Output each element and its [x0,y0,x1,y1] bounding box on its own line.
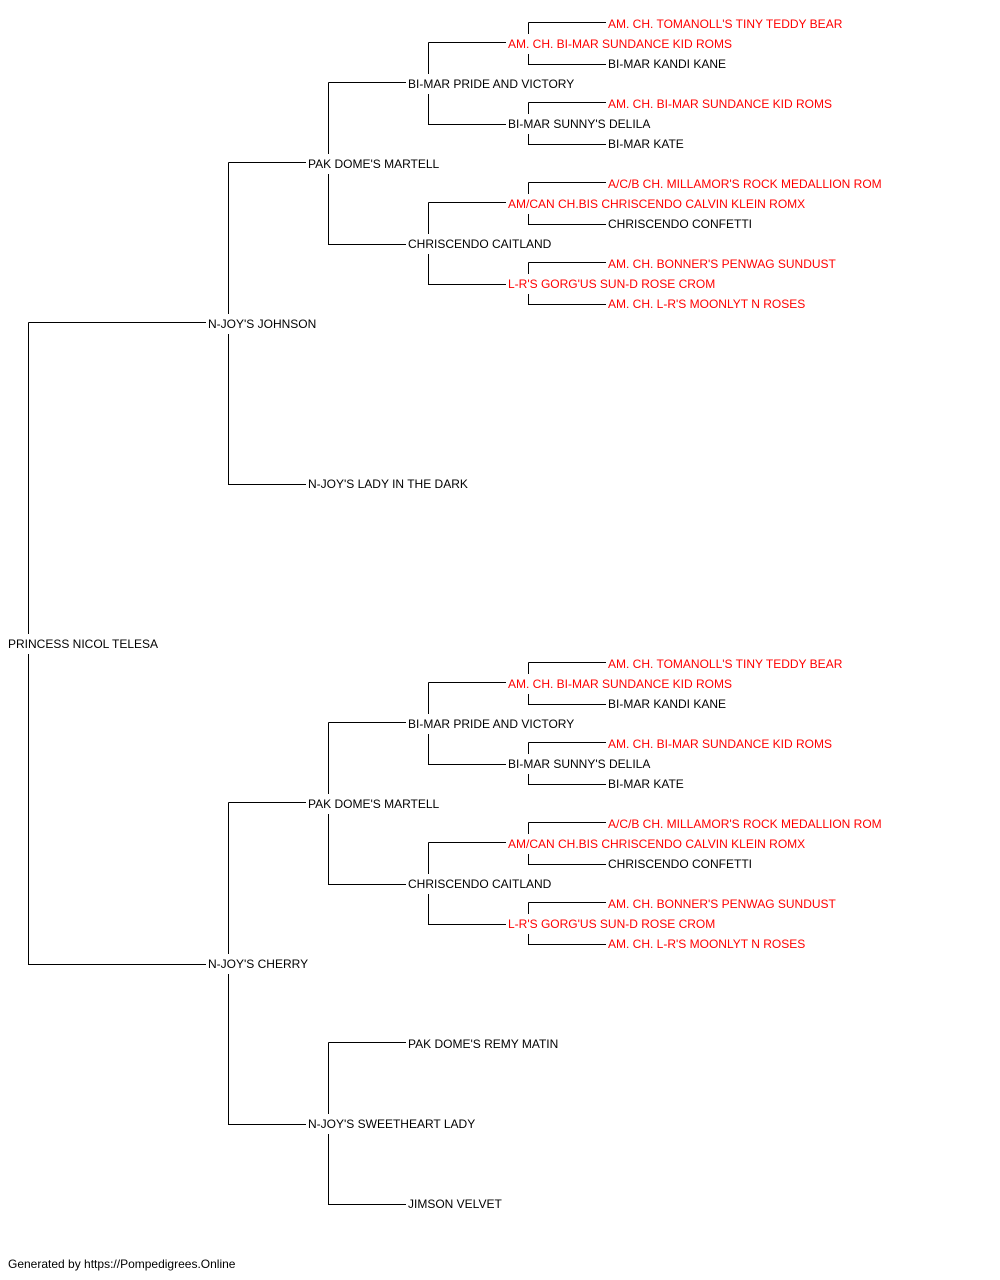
pedigree-dsdds: AM. CH. BONNER'S PENWAG SUNDUST [606,897,838,911]
connector-sire-sire [328,82,406,245]
pedigree-sssds: AM. CH. BI-MAR SUNDANCE KID ROMS [606,97,835,111]
pedigree-dsssd: BI-MAR KANDI KANE [606,697,729,711]
connector-dam [228,802,306,1125]
connector-sire [228,162,306,485]
connector-dam-sire [328,722,406,885]
pedigree-dds: PAK DOME'S REMY MATIN [406,1037,561,1051]
pedigree-ssds: AM/CAN CH.BIS CHRISCENDO CALVIN KLEIN RO… [506,197,808,211]
pedigree-dssss: AM. CH. TOMANOLL'S TINY TEDDY BEAR [606,657,845,671]
connector-dsss [528,662,606,705]
pedigree-dam-sire: PAK DOME'S MARTELL [306,797,442,811]
connector-sss [428,42,506,125]
connector-ssdd [528,262,606,305]
connector-subject [28,322,206,965]
pedigree-ssdsd: CHRISCENDO CONFETTI [606,217,754,231]
pedigree-subject: PRINCESS NICOL TELESA [6,637,161,651]
connector-dam-dam [328,1042,406,1205]
connector-dsd [428,842,506,925]
pedigree-dam-dam: N-JOY'S SWEETHEART LADY [306,1117,478,1131]
pedigree-dssds: AM. CH. BI-MAR SUNDANCE KID ROMS [606,737,835,751]
pedigree-sss: BI-MAR PRIDE AND VICTORY [406,77,577,91]
connector-ssds [528,182,606,225]
connector-dsds [528,822,606,865]
pedigree-ssdds: AM. CH. BONNER'S PENWAG SUNDUST [606,257,838,271]
pedigree-sssd: BI-MAR SUNNY'S DELILA [506,117,653,131]
connector-dss [428,682,506,765]
pedigree-sire-dam: N-JOY'S LADY IN THE DARK [306,477,470,491]
pedigree-ssdss: A/C/B CH. MILLAMOR'S ROCK MEDALLION ROM [606,177,884,191]
connector-dssd [528,742,606,785]
connector-dsdd [528,902,606,945]
pedigree-dam: N-JOY'S CHERRY [206,957,311,971]
pedigree-dsss: AM. CH. BI-MAR SUNDANCE KID ROMS [506,677,735,691]
pedigree-dsdss: A/C/B CH. MILLAMOR'S ROCK MEDALLION ROM [606,817,884,831]
pedigree-ssssd: BI-MAR KANDI KANE [606,57,729,71]
pedigree-ssss: AM. CH. BI-MAR SUNDANCE KID ROMS [506,37,735,51]
pedigree-sire-sire: PAK DOME'S MARTELL [306,157,442,171]
connector-ssd [428,202,506,285]
pedigree-ssddd: AM. CH. L-R'S MOONLYT N ROSES [606,297,808,311]
pedigree-dsd: CHRISCENDO CAITLAND [406,877,554,891]
pedigree-sire: N-JOY'S JOHNSON [206,317,319,331]
pedigree-ssd: CHRISCENDO CAITLAND [406,237,554,251]
generated-by-footer: Generated by https://Pompedigrees.Online [8,1257,236,1271]
pedigree-ddd: JIMSON VELVET [406,1197,504,1211]
pedigree-sssdd: BI-MAR KATE [606,137,686,151]
pedigree-ssdd: L-R'S GORG'US SUN-D ROSE CROM [506,277,718,291]
pedigree-dsds: AM/CAN CH.BIS CHRISCENDO CALVIN KLEIN RO… [506,837,808,851]
pedigree-dsdsd: CHRISCENDO CONFETTI [606,857,754,871]
pedigree-dssd: BI-MAR SUNNY'S DELILA [506,757,653,771]
pedigree-dsddd: AM. CH. L-R'S MOONLYT N ROSES [606,937,808,951]
pedigree-dss: BI-MAR PRIDE AND VICTORY [406,717,577,731]
pedigree-dsdd: L-R'S GORG'US SUN-D ROSE CROM [506,917,718,931]
pedigree-dssdd: BI-MAR KATE [606,777,686,791]
connector-sssd [528,102,606,145]
pedigree-sssss: AM. CH. TOMANOLL'S TINY TEDDY BEAR [606,17,845,31]
connector-ssss [528,22,606,65]
